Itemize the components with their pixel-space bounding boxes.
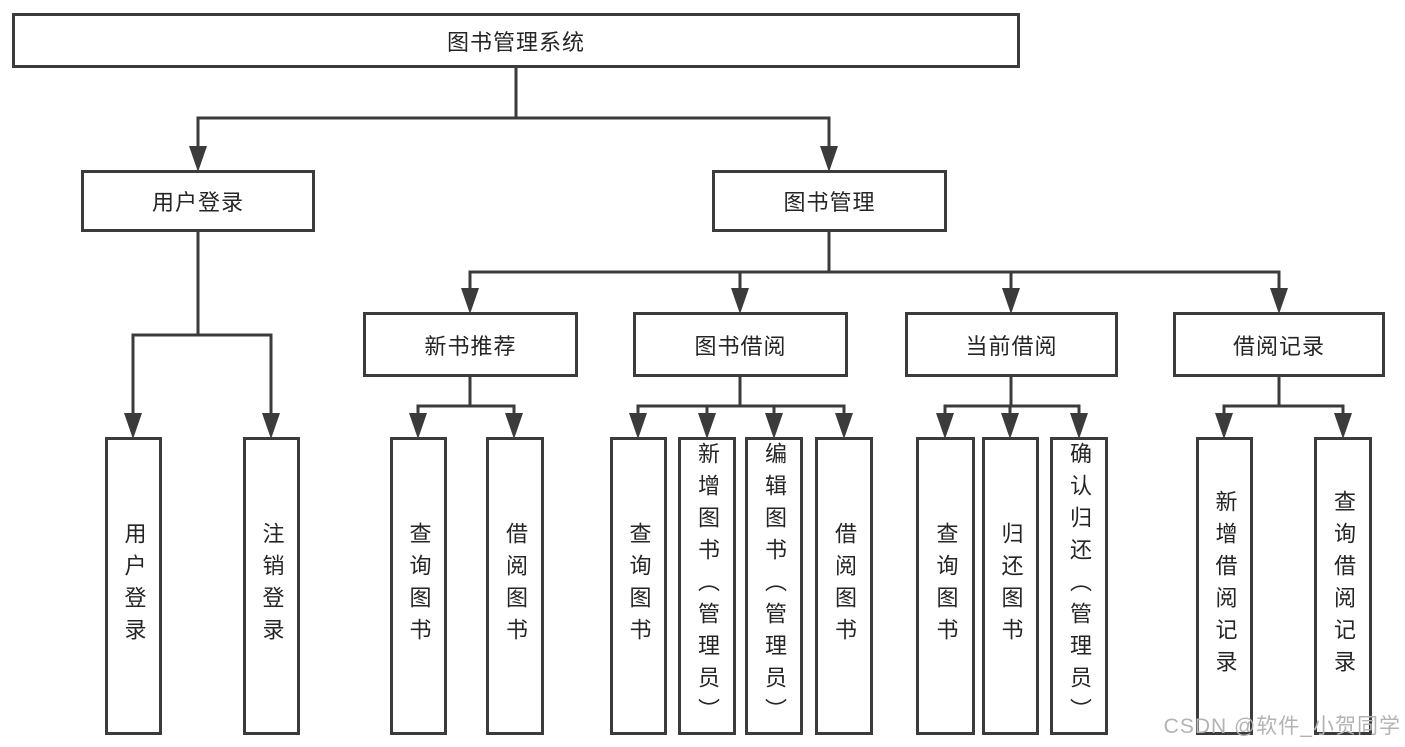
node-book-borrowing: 图书借阅 — [633, 312, 848, 377]
leaf-add-borrow-record: 新增借阅记录 — [1196, 437, 1253, 735]
leaf-add-books-admin: 新增图书（管理员） — [678, 437, 736, 735]
watermark: CSDN @软件_小贺同学 — [1163, 715, 1401, 738]
node-user-login: 用户登录 — [81, 170, 315, 232]
leaf-query-books-3: 查询图书 — [916, 437, 975, 735]
node-new-book-recommendation: 新书推荐 — [363, 312, 578, 377]
leaf-user-login: 用户登录 — [105, 437, 162, 735]
leaf-edit-books-admin: 编辑图书（管理员） — [745, 437, 803, 735]
leaf-query-borrow-record: 查询借阅记录 — [1314, 437, 1372, 735]
leaf-return-books: 归还图书 — [982, 437, 1039, 735]
node-book-management: 图书管理 — [712, 170, 947, 232]
leaf-query-books-2: 查询图书 — [610, 437, 667, 735]
leaf-query-books-1: 查询图书 — [390, 437, 447, 735]
leaf-borrow-books-1: 借阅图书 — [486, 437, 544, 735]
leaf-confirm-return-admin: 确认归还（管理员） — [1050, 437, 1108, 735]
node-current-borrowing: 当前借阅 — [905, 312, 1118, 377]
leaf-logout-login: 注销登录 — [243, 437, 300, 735]
node-root-library-system: 图书管理系统 — [12, 13, 1020, 68]
node-borrowing-records: 借阅记录 — [1173, 312, 1385, 377]
leaf-borrow-books-2: 借阅图书 — [815, 437, 873, 735]
